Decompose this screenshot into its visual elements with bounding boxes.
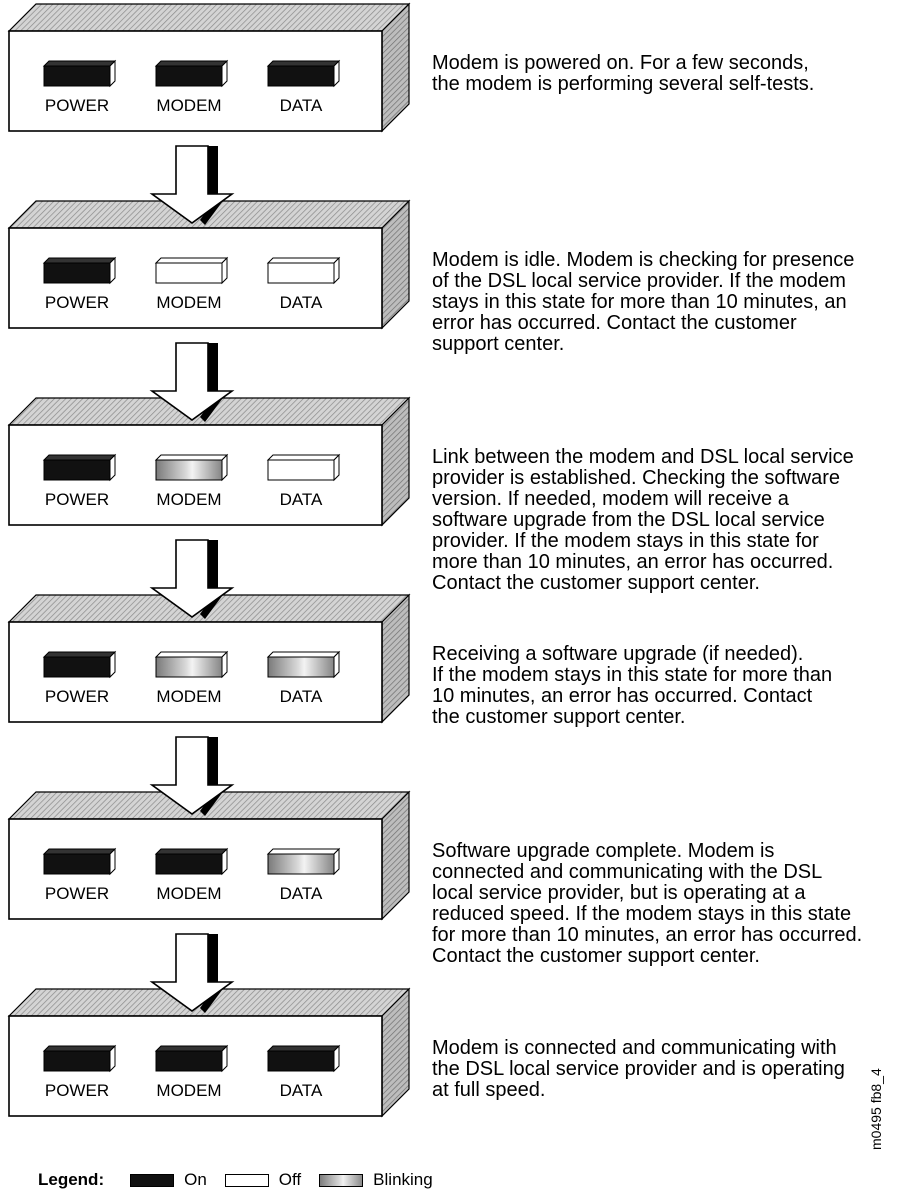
led-label-power: POWER [45,884,109,903]
led-label-power: POWER [45,687,109,706]
down-arrow [149,933,235,1013]
down-arrow [149,145,235,225]
state-panel-5: POWER MODEM DATA [7,790,411,921]
led-label-data: DATA [280,687,323,706]
legend-swatch-on [130,1173,175,1187]
led-label-power: POWER [45,96,109,115]
led-power-on [42,650,117,679]
state-panel-6: POWER MODEM DATA [7,987,411,1118]
led-power-on [42,59,117,88]
state-description-3: Link between the modem and DSL local ser… [432,446,854,594]
led-data-off [266,453,341,482]
led-label-data: DATA [280,96,323,115]
down-arrow [149,342,235,422]
state-description-1: Modem is powered on. For a few seconds, … [432,52,815,95]
led-label-power: POWER [45,490,109,509]
legend-title: Legend: [38,1170,105,1189]
led-power-on [42,256,117,285]
state-description-2: Modem is idle. Modem is checking for pre… [432,249,855,355]
legend: Legend: On Off Blinking [38,1170,451,1190]
led-label-data: DATA [280,293,323,312]
led-label-data: DATA [280,490,323,509]
led-data-blinking [266,650,341,679]
led-power-on [42,1044,117,1073]
state-description-5: Software upgrade complete. Modem is conn… [432,840,863,967]
legend-swatch-off [224,1173,269,1187]
led-modem-blinking [154,650,229,679]
led-modem-on [154,59,229,88]
figure-id: m0495 fb8_4 [868,1068,884,1150]
down-arrow [149,539,235,619]
led-power-on [42,847,117,876]
led-label-data: DATA [280,884,323,903]
led-power-on [42,453,117,482]
led-label-modem: MODEM [156,687,221,706]
state-description-6: Modem is connected and communicating wit… [432,1037,845,1101]
led-label-power: POWER [45,293,109,312]
led-label-modem: MODEM [156,884,221,903]
led-label-modem: MODEM [156,293,221,312]
led-modem-on [154,847,229,876]
led-label-data: DATA [280,1081,323,1100]
led-data-on [266,1044,341,1073]
led-label-modem: MODEM [156,96,221,115]
led-modem-on [154,1044,229,1073]
legend-label-blinking: Blinking [373,1170,433,1189]
legend-label-on: On [184,1170,207,1189]
led-data-off [266,256,341,285]
down-arrow [149,736,235,816]
state-panel-4: POWER MODEM DATA [7,593,411,724]
led-label-power: POWER [45,1081,109,1100]
legend-swatch-blinking [319,1173,364,1187]
led-data-on [266,59,341,88]
state-panel-3: POWER MODEM DATA [7,396,411,527]
led-label-modem: MODEM [156,1081,221,1100]
state-panel-1: POWER MODEM DATA [7,2,411,133]
state-description-4: Receiving a software upgrade (if needed)… [432,643,833,728]
led-modem-off [154,256,229,285]
legend-label-off: Off [278,1170,302,1189]
led-label-modem: MODEM [156,490,221,509]
led-modem-blinking [154,453,229,482]
led-data-blinking [266,847,341,876]
state-panel-2: POWER MODEM DATA [7,199,411,330]
modem-led-diagram: POWER MODEM DATA POWER MODEM DATA POWER MODEM DA… [7,2,411,1118]
panel-top-face [7,3,411,32]
